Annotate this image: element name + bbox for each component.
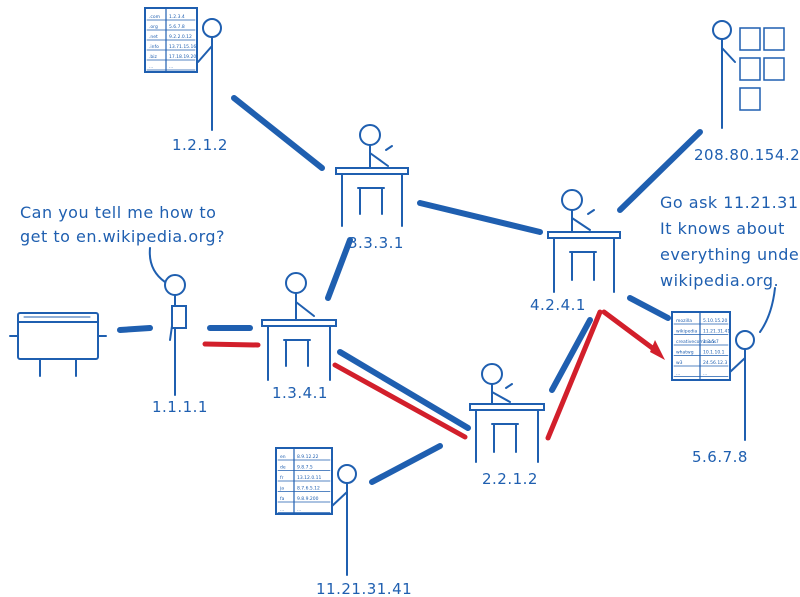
table-cell-name: wikipedia	[676, 329, 698, 335]
link-client-computer	[117, 325, 153, 333]
route-a-c	[332, 362, 468, 440]
label-router-a: 1.3.4.1	[272, 384, 328, 402]
speech-answer: Go ask 11.21.31.41. It knows about every…	[660, 193, 800, 290]
router-a-desk	[261, 272, 337, 381]
route-arrowhead	[650, 340, 665, 360]
question-line-1: Can you tell me how to	[20, 203, 216, 222]
answer-line-1: Go ask 11.21.31.41.	[660, 193, 800, 212]
browser-computer	[9, 312, 107, 377]
table-cell-name: .biz	[149, 54, 158, 60]
table-cell-ip: ...	[297, 508, 301, 513]
org-dns-person	[671, 311, 755, 441]
link-b-root	[231, 95, 325, 171]
label-root-dns: 1.2.1.2	[172, 136, 228, 154]
label-router-d: 4.2.4.1	[530, 296, 586, 314]
table-cell-ip: 9.2.2.0.12	[169, 34, 192, 40]
table-cell-name: de	[280, 465, 286, 471]
label-router-c: 2.2.1.2	[482, 470, 538, 488]
web-server-person	[712, 20, 785, 129]
question-line-2: get to en.wikipedia.org?	[20, 227, 225, 246]
link-wiki-c	[369, 443, 443, 485]
route-d-org	[601, 309, 658, 353]
router-c-desk	[469, 363, 545, 463]
client-person	[164, 274, 187, 396]
answer-line-4: wikipedia.org.	[660, 271, 779, 290]
speech-question: Can you tell me how to get to en.wikiped…	[20, 203, 225, 246]
label-router-b: 3.3.3.1	[348, 234, 404, 252]
table-cell-ip: 1.3.5.7	[703, 339, 719, 345]
table-cell-ip: 11.21.31.41	[703, 329, 730, 335]
label-client: 1.1.1.1	[152, 398, 208, 416]
question-bubble-tail	[148, 247, 166, 283]
table-cell-name: .net	[149, 34, 158, 40]
label-web-server: 208.80.154.224	[694, 146, 800, 164]
table-cell-name: whatwg	[676, 350, 694, 356]
table-cell-ip: 9.8.9.200	[297, 496, 319, 502]
table-cell-name: fa	[280, 496, 285, 502]
route-client-a	[202, 341, 261, 348]
table-cell-ip: 13.12.0.11	[297, 475, 321, 481]
link-c-d	[549, 317, 593, 393]
network-links	[117, 95, 703, 485]
table-cell-name: .org	[149, 24, 158, 30]
wiki-dns-person	[275, 447, 357, 576]
link-d-server	[617, 129, 703, 213]
table-cell-name: en	[280, 455, 286, 460]
route-c-d	[545, 309, 603, 441]
page-icons	[739, 27, 785, 111]
table-cell-ip: 5.10.15.20	[703, 318, 727, 324]
table-cell-ip: 9.8.7.5	[297, 465, 313, 471]
router-d-desk	[547, 189, 621, 293]
link-a-c	[337, 349, 471, 431]
table-cell-name: ...	[676, 372, 680, 377]
table-cell-name: ...	[280, 508, 284, 513]
table-cell-name: w3	[676, 360, 683, 366]
label-wiki-dns: 11.21.31.41	[316, 580, 412, 597]
org-dns-table: mozilla 5.10.15.20 wikipedia 11.21.31.41 cre…	[673, 318, 730, 377]
table-cell-ip: 17.18.19.20	[169, 54, 196, 60]
table-cell-name: fr	[280, 475, 284, 481]
table-cell-name: ...	[149, 65, 153, 70]
answer-line-2: It knows about	[660, 219, 785, 238]
table-cell-name: .com	[149, 15, 160, 20]
table-cell-ip: ...	[703, 372, 707, 377]
link-d-org	[627, 295, 671, 321]
table-cell-ip: 8.7.6.5.12	[297, 486, 320, 492]
table-cell-ip: 1.2.3.4	[169, 14, 185, 20]
table-cell-ip: 8.9.12.22	[297, 454, 319, 460]
table-cell-name: .info	[149, 44, 159, 50]
table-cell-ip: 13.71.15.16	[169, 44, 196, 50]
table-cell-name: mozilla	[676, 318, 692, 324]
table-cell-ip: 10.1.10.1	[703, 350, 725, 356]
root-dns-table: .com 1.2.3.4 .org 5.6.7.8 .net 9.2.2.0.12 .inf…	[146, 14, 196, 71]
label-org-dns: 5.6.7.8	[692, 448, 748, 466]
table-cell-name: creativecommons	[676, 339, 717, 345]
table-cell-ip: 24.56.12.3	[703, 360, 727, 366]
link-b-d	[417, 200, 543, 235]
router-b-desk	[335, 124, 409, 227]
wiki-dns-table: en 8.9.12.22 de 9.8.7.5 fr 13.12.0.11 ja 8.7.6.…	[277, 454, 331, 513]
table-cell-name: ja	[279, 486, 284, 492]
answer-line-3: everything under	[660, 245, 800, 264]
table-cell-ip: 5.6.7.8	[169, 24, 185, 30]
link-a-b	[325, 237, 353, 301]
table-cell-ip: ...	[169, 65, 173, 70]
query-route	[202, 309, 665, 441]
answer-bubble-tail	[759, 287, 776, 333]
